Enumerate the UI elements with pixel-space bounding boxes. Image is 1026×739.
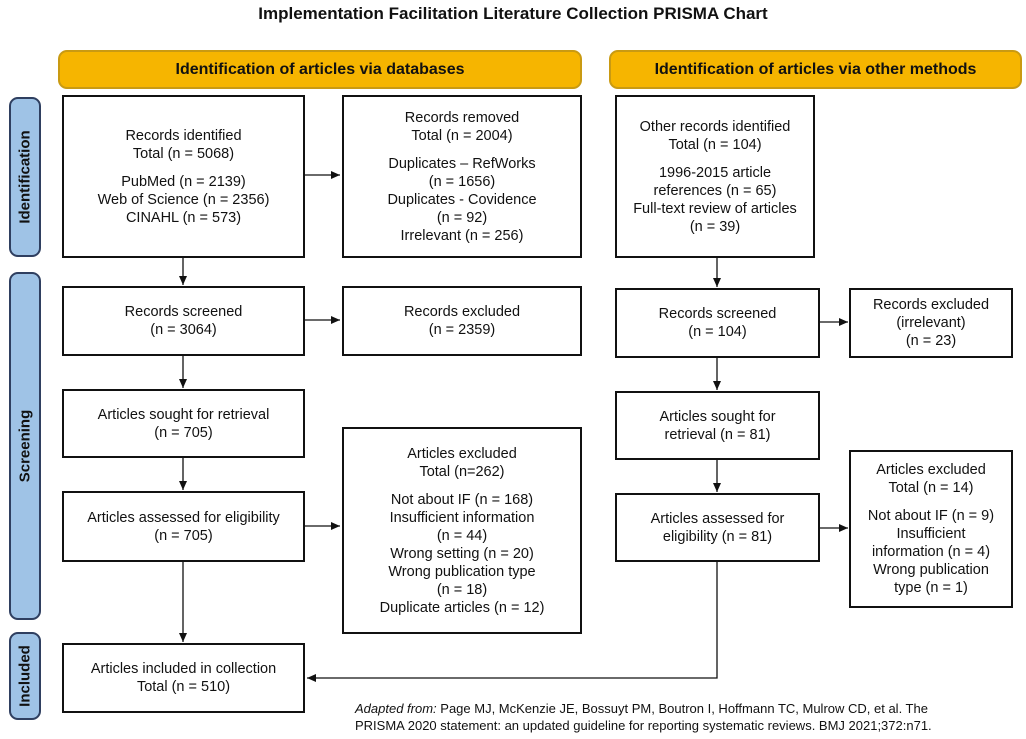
records-identified-total: Total (n = 5068) <box>132 145 235 162</box>
records-excluded-box: Records excluded (n = 2359) <box>342 286 582 356</box>
chart-title: Implementation Facilitation Literature C… <box>258 4 768 23</box>
other-records-excluded-box: Records excluded (irrelevant) (n = 23) <box>849 288 1013 358</box>
articles-included-label: Articles included in collection <box>90 661 277 677</box>
articles-excluded-box: Articles excluded Total (n=262) Not abou… <box>342 427 582 634</box>
records-screened-label: Records screened <box>124 304 243 320</box>
articles-assessed-label: Articles assessed for eligibility <box>87 509 280 526</box>
excluded-reason: Wrong setting (n = 20) <box>390 545 534 562</box>
other-excluded-detail: Not about IF (n = 9) <box>867 508 995 524</box>
other-excluded-detail: type (n = 1) <box>894 580 968 596</box>
excluded-reason: Insufficient information <box>389 509 535 526</box>
removed-detail: Irrelevant (n = 256) <box>400 227 524 244</box>
other-excluded-detail: Insufficient <box>896 526 966 542</box>
source-web-of-science: Web of Science (n = 2356) <box>97 191 270 208</box>
records-screened-box: Records screened (n = 3064) <box>62 286 305 356</box>
articles-sought-box: Articles sought for retrieval (n = 705) <box>62 389 305 458</box>
records-removed-total: Total (n = 2004) <box>411 127 513 144</box>
other-source: 1996-2015 article <box>658 164 772 181</box>
articles-excluded-title: Articles excluded <box>407 445 517 462</box>
articles-assessed-count: (n = 705) <box>154 527 213 544</box>
other-screened-count: (n = 104) <box>688 324 747 340</box>
removed-detail: (n = 92) <box>436 209 488 226</box>
other-sought-count: retrieval (n = 81) <box>664 426 771 443</box>
articles-included-box: Articles included in collection Total (n… <box>62 643 305 713</box>
other-articles-assessed-box: Articles assessed for eligibility (n = 8… <box>615 493 820 562</box>
other-records-identified-box: Other records identified Total (n = 104)… <box>615 95 815 258</box>
articles-excluded-total: Total (n=262) <box>419 463 505 480</box>
other-assessed-count: eligibility (n = 81) <box>662 528 773 545</box>
other-records-screened-box: Records screened (n = 104) <box>615 288 820 358</box>
articles-sought-label: Articles sought for retrieval <box>97 406 270 423</box>
other-identified-title: Other records identified <box>639 118 791 135</box>
other-sought-label: Articles sought for <box>659 408 776 425</box>
articles-sought-count: (n = 705) <box>154 424 213 441</box>
articles-assessed-box: Articles assessed for eligibility (n = 7… <box>62 491 305 562</box>
other-source: (n = 39) <box>689 218 741 235</box>
records-removed-title: Records removed <box>404 109 520 126</box>
other-articles-sought-box: Articles sought for retrieval (n = 81) <box>615 391 820 460</box>
other-articles-excluded-total: Total (n = 14) <box>888 480 974 496</box>
arrow-other-to-included <box>307 562 718 682</box>
phase-identification: Identification <box>9 97 41 257</box>
other-excluded-count: (n = 23) <box>905 333 957 349</box>
other-source: Full-text review of articles <box>633 200 797 217</box>
source-cinahl: CINAHL (n = 573) <box>125 209 242 226</box>
other-articles-excluded-box: Articles excluded Total (n = 14) Not abo… <box>849 450 1013 608</box>
records-removed-box: Records removed Total (n = 2004) Duplica… <box>342 95 582 258</box>
citation-footnote: Adapted from: Page MJ, McKenzie JE, Boss… <box>355 700 932 734</box>
source-pubmed: PubMed (n = 2139) <box>121 173 246 190</box>
other-excluded-reason: (irrelevant) <box>896 315 966 331</box>
other-excluded-detail: Wrong publication <box>873 562 989 578</box>
other-assessed-label: Articles assessed for <box>650 510 785 527</box>
articles-included-total: Total (n = 510) <box>136 679 231 695</box>
removed-detail: (n = 1656) <box>428 173 496 190</box>
excluded-reason: (n = 18) <box>436 581 488 598</box>
excluded-reason: Duplicate articles (n = 12) <box>379 599 545 616</box>
excluded-reason: Not about IF (n = 168) <box>390 491 534 508</box>
citation-line-1: Page MJ, McKenzie JE, Bossuyt PM, Boutro… <box>436 701 928 716</box>
banner-other-methods: Identification of articles via other met… <box>609 50 1022 89</box>
excluded-reason: Wrong publication type <box>388 563 536 580</box>
other-screened-label: Records screened <box>658 306 777 322</box>
records-excluded-label: Records excluded <box>403 304 521 320</box>
phase-screening: Screening <box>9 272 41 620</box>
other-excluded-detail: information (n = 4) <box>871 544 991 560</box>
phase-included: Included <box>9 632 41 720</box>
removed-detail: Duplicates – RefWorks <box>388 155 536 172</box>
records-excluded-count: (n = 2359) <box>428 322 496 338</box>
removed-detail: Duplicates - Covidence <box>387 191 537 208</box>
excluded-reason: (n = 44) <box>436 527 488 544</box>
banner-databases: Identification of articles via databases <box>58 50 582 89</box>
other-articles-excluded-title: Articles excluded <box>876 462 986 478</box>
records-screened-count: (n = 3064) <box>150 322 217 338</box>
citation-prefix: Adapted from: <box>355 701 437 716</box>
records-identified-box: Records identified Total (n = 5068) PubM… <box>62 95 305 258</box>
other-source: references (n = 65) <box>653 182 777 199</box>
other-excluded-label: Records excluded <box>872 297 990 313</box>
other-identified-total: Total (n = 104) <box>668 136 762 153</box>
records-identified-title: Records identified <box>125 127 242 144</box>
citation-line-2: PRISMA 2020 statement: an updated guidel… <box>355 718 932 733</box>
